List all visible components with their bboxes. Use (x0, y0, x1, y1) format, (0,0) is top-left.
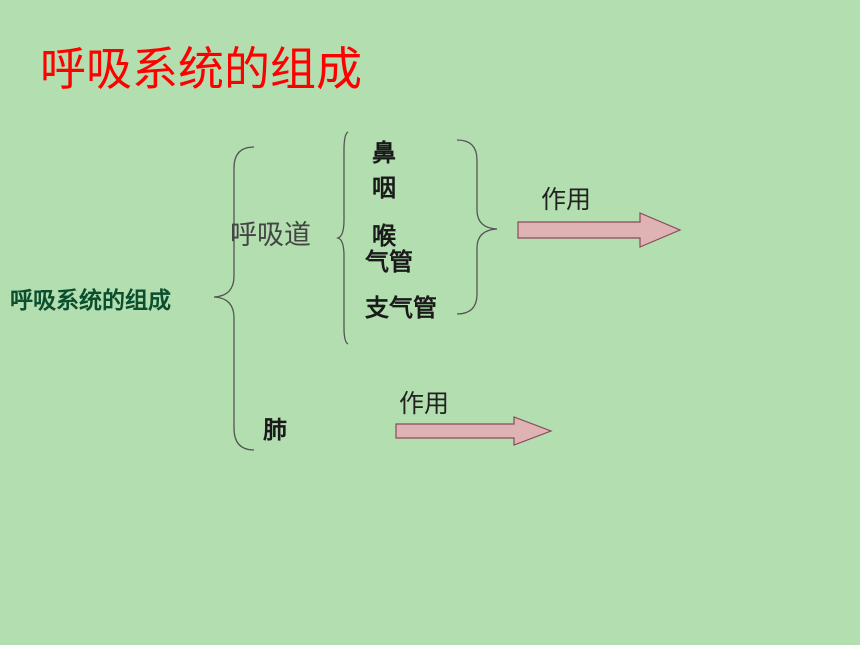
root-label: 呼吸系统的组成 (10, 288, 171, 314)
airway-label: 呼吸道 (230, 220, 311, 251)
airway-part-bronchus: 支气管 (365, 294, 437, 322)
airway-right-brace (456, 139, 498, 315)
function-label-lung: 作用 (399, 389, 450, 418)
function-arrow-airway (517, 212, 682, 248)
function-arrow-lung (395, 416, 553, 446)
airway-part-pharynx: 咽 (372, 174, 396, 202)
slide-title: 呼吸系统的组成 (40, 42, 362, 96)
airway-part-nose: 鼻 (372, 139, 396, 167)
main-brace (213, 146, 255, 451)
airway-part-trachea: 气管 (365, 248, 413, 276)
airway-part-larynx: 喉 (372, 222, 396, 250)
lung-label: 肺 (263, 416, 287, 444)
function-label-airway: 作用 (541, 185, 592, 214)
airway-brace (335, 131, 349, 345)
